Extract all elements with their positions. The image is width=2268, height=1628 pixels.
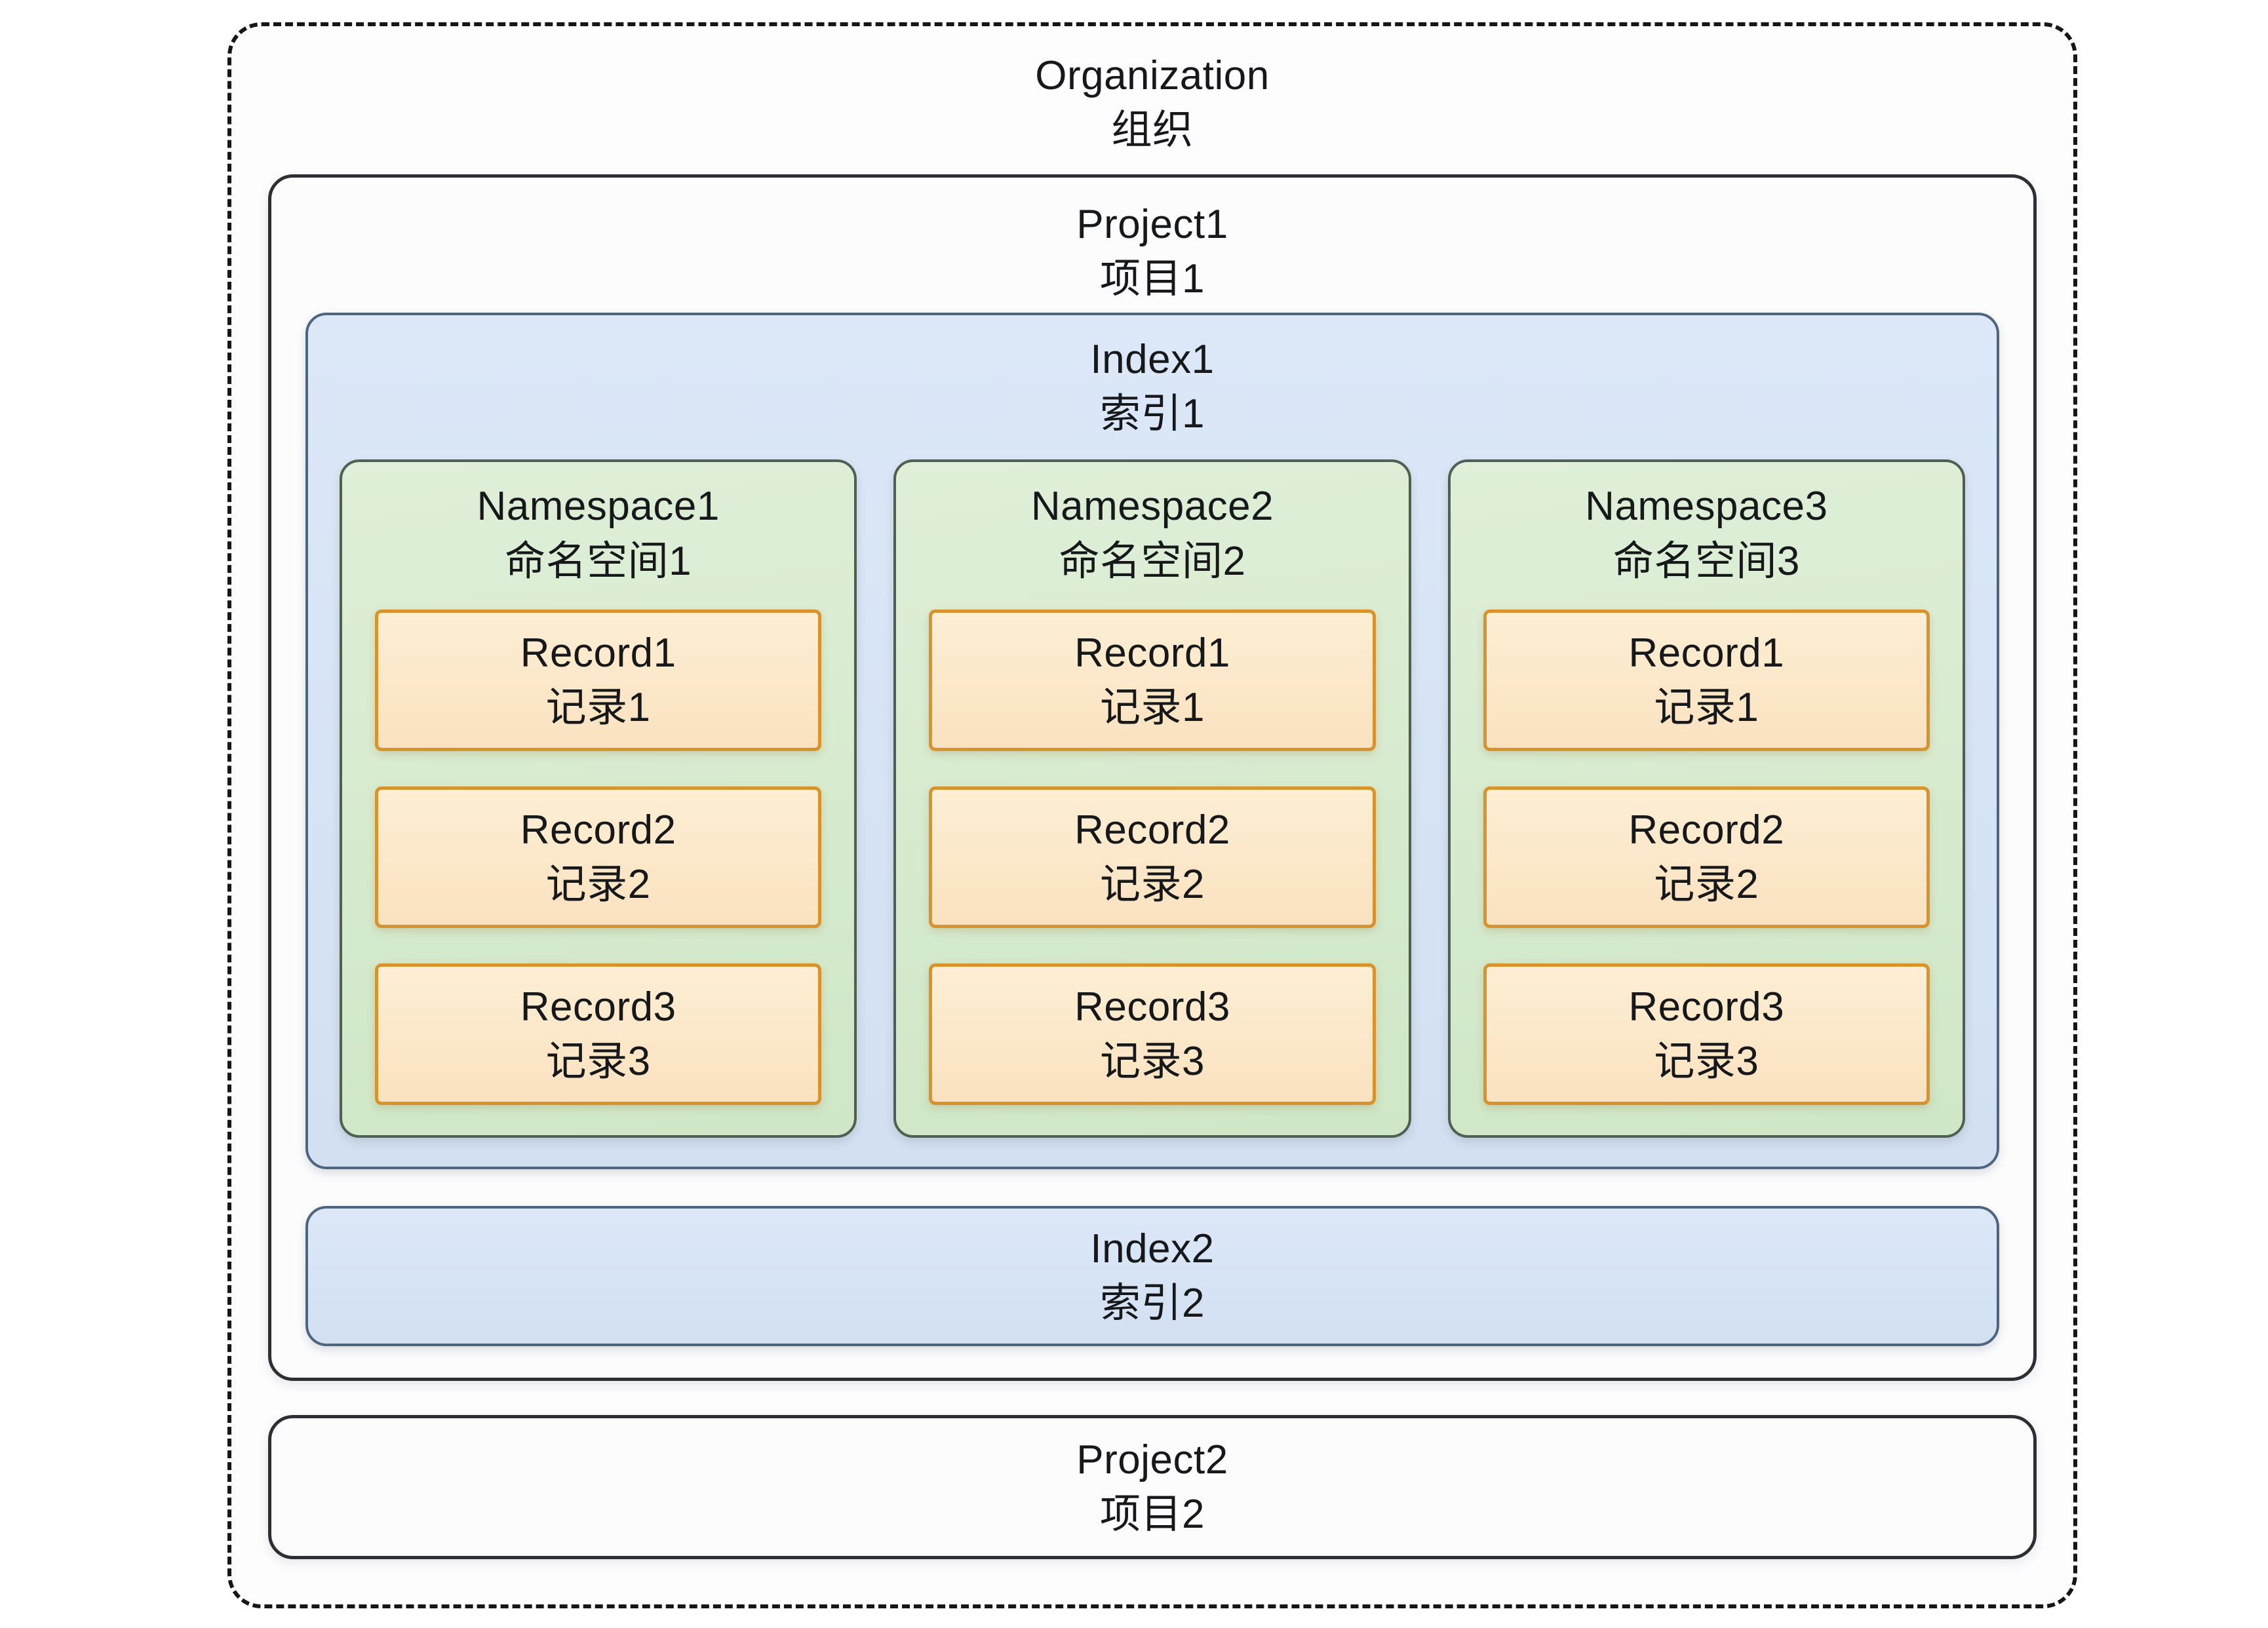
record-3-3-label-en: Record3	[1628, 984, 1785, 1030]
namespace-box-3: Namespace3 命名空间3 Record1 记录1 Record2 记录2	[1447, 459, 1965, 1138]
project1-box: Project1 项目1 Index1 索引1 Namespace1 命名空间1	[268, 174, 2037, 1382]
organization-label-zh: 组织	[1111, 107, 1194, 153]
namespace2-label-zh: 命名空间2	[1059, 538, 1246, 584]
namespace-box-1: Namespace1 命名空间1 Record1 记录1 Record2 记录2	[340, 459, 857, 1138]
project1-label-zh: 项目1	[1100, 256, 1205, 302]
index2-label-en: Index2	[1090, 1226, 1215, 1272]
namespace3-label-en: Namespace3	[1585, 484, 1828, 530]
index1-label-en: Index1	[1090, 337, 1215, 383]
record-1-3-label-zh: 记录3	[545, 1039, 651, 1085]
record-box-3-1: Record1 记录1	[1483, 609, 1930, 751]
organization-label-en: Organization	[1035, 53, 1270, 98]
namespace-row: Namespace1 命名空间1 Record1 记录1 Record2 记录2	[340, 459, 1965, 1138]
record-3-1-label-zh: 记录1	[1654, 684, 1759, 730]
namespace3-title: Namespace3 命名空间3	[1483, 479, 1930, 588]
record-2-3-label-zh: 记录3	[1100, 1039, 1205, 1085]
namespace1-label-en: Namespace1	[477, 484, 720, 530]
index1-box: Index1 索引1 Namespace1 命名空间1 Record1 记录1	[305, 313, 1999, 1170]
namespace-box-2: Namespace2 命名空间2 Record1 记录1 Record2 记录2	[893, 459, 1411, 1138]
organization-title: Organization 组织	[268, 48, 2037, 157]
project2-box: Project2 项目2	[268, 1415, 2037, 1560]
record-box-2-1: Record1 记录1	[929, 609, 1376, 751]
namespace2-records: Record1 记录1 Record2 记录2 Record3 记录3	[929, 609, 1376, 1106]
namespace2-label-en: Namespace2	[1030, 484, 1274, 530]
record-box-1-1: Record1 记录1	[375, 609, 822, 751]
record-3-3-label-zh: 记录3	[1654, 1039, 1759, 1085]
namespace3-records: Record1 记录1 Record2 记录2 Record3 记录3	[1483, 609, 1930, 1106]
record-box-3-2: Record2 记录2	[1483, 786, 1930, 928]
record-box-1-3: Record3 记录3	[375, 963, 822, 1106]
record-2-1-label-en: Record1	[1074, 630, 1230, 676]
record-box-1-2: Record2 记录2	[375, 786, 822, 928]
record-3-1-label-en: Record1	[1628, 630, 1785, 676]
project2-label-en: Project2	[1076, 1437, 1228, 1483]
project1-label-en: Project1	[1076, 202, 1228, 248]
namespace3-label-zh: 命名空间3	[1613, 538, 1800, 584]
namespace1-records: Record1 记录1 Record2 记录2 Record3 记录3	[375, 609, 822, 1106]
record-2-3-label-en: Record3	[1074, 984, 1230, 1030]
index2-label-zh: 索引2	[1100, 1281, 1205, 1327]
record-1-1-label-zh: 记录1	[545, 684, 651, 730]
record-box-3-3: Record3 记录3	[1483, 963, 1930, 1106]
record-2-2-label-zh: 记录2	[1100, 861, 1205, 907]
record-1-1-label-en: Record1	[520, 630, 676, 676]
record-1-3-label-en: Record3	[520, 984, 676, 1030]
project2-label-zh: 项目2	[1100, 1492, 1205, 1538]
project1-title: Project1 项目1	[305, 197, 1999, 306]
namespace2-title: Namespace2 命名空间2	[929, 479, 1375, 588]
record-3-2-label-zh: 记录2	[1654, 861, 1759, 907]
record-box-2-3: Record3 记录3	[929, 963, 1376, 1106]
record-1-2-label-zh: 记录2	[545, 861, 651, 907]
record-box-2-2: Record2 记录2	[929, 786, 1376, 928]
record-2-2-label-en: Record2	[1074, 807, 1230, 853]
record-2-1-label-zh: 记录1	[1100, 684, 1205, 730]
index1-label-zh: 索引1	[1100, 391, 1205, 437]
index1-title: Index1 索引1	[340, 332, 1965, 441]
record-1-2-label-en: Record2	[520, 807, 676, 853]
organization-box: Organization 组织 Project1 项目1 Index1 索引1 …	[227, 22, 2077, 1608]
index2-box: Index2 索引2	[305, 1206, 1999, 1347]
namespace1-label-zh: 命名空间1	[505, 538, 692, 584]
namespace1-title: Namespace1 命名空间1	[375, 479, 821, 588]
record-3-2-label-en: Record2	[1628, 807, 1785, 853]
